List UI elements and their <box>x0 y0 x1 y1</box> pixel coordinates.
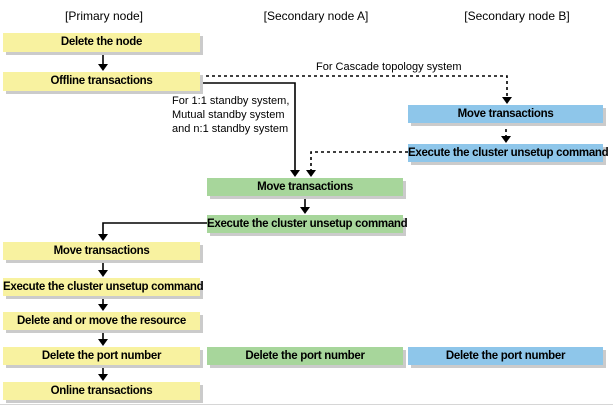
column-header-secondary-a: [Secondary node A] <box>263 9 369 23</box>
arrowhead <box>98 270 108 277</box>
step-primary-cluster-unsetup: Execute the cluster unsetup command <box>3 278 204 296</box>
arrowhead <box>98 374 108 381</box>
step-secondary-a-cluster-unsetup: Execute the cluster unsetup command <box>207 215 408 233</box>
elbow-a-unsetup-to-p-move <box>102 222 207 234</box>
step-primary-online-transactions: Online transactions <box>3 382 200 400</box>
step-primary-delete-port: Delete the port number <box>3 347 200 365</box>
dashed-cascade-elbow <box>200 75 508 97</box>
step-primary-delete-move-resource: Delete and or move the resource <box>3 312 200 330</box>
note-standby-systems: For 1:1 standby system, Mutual standby s… <box>172 94 289 136</box>
arrowhead <box>502 97 512 104</box>
step-secondary-a-delete-port: Delete the port number <box>207 347 403 365</box>
step-secondary-b-cluster-unsetup: Execute the cluster unsetup command <box>408 144 609 162</box>
note-cascade-topology: For Cascade topology system <box>316 61 462 73</box>
standby-elbow <box>200 82 296 170</box>
note-standby-line-2: Mutual standby system <box>172 109 285 121</box>
dashed-b-unsetup-to-a-move <box>310 151 408 170</box>
arrowhead <box>501 136 511 143</box>
column-header-secondary-b: [Secondary node B] <box>464 9 570 23</box>
step-primary-delete-node: Delete the node <box>3 33 200 52</box>
step-secondary-b-move-transactions: Move transactions <box>408 105 603 123</box>
step-primary-move-transactions: Move transactions <box>3 242 200 260</box>
arrowhead <box>290 170 300 177</box>
arrowhead <box>300 207 310 214</box>
step-secondary-b-delete-port: Delete the port number <box>408 347 603 365</box>
arrowhead <box>98 64 108 71</box>
note-standby-line-1: For 1:1 standby system, <box>172 95 290 107</box>
step-secondary-a-move-transactions: Move transactions <box>207 178 403 196</box>
arrowhead <box>306 170 316 177</box>
bottom-divider <box>0 404 613 405</box>
arrowhead <box>98 234 108 241</box>
column-header-primary: [Primary node] <box>64 9 144 23</box>
step-primary-offline-transactions: Offline transactions <box>3 72 200 91</box>
arrowhead <box>98 339 108 346</box>
arrowhead <box>98 304 108 311</box>
note-standby-line-3: and n:1 standby system <box>172 123 289 135</box>
